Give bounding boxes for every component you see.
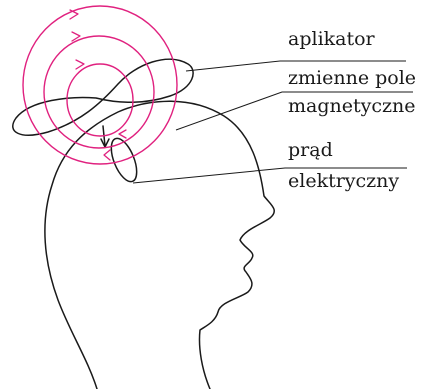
field-arrow-lower-left — [104, 150, 110, 160]
applicator-label: aplikator — [288, 28, 376, 50]
field-arrow-lower-right — [119, 130, 126, 138]
magnetic-field-lines — [23, 6, 177, 164]
field-label-line1: zmienne pole — [288, 67, 416, 89]
applicator-coil — [13, 59, 193, 135]
current-label-line2: elektryczny — [288, 170, 399, 192]
field-line-inner — [67, 64, 133, 136]
field-label-line2: magnetyczne — [288, 95, 416, 117]
field-arrow-inner — [76, 60, 84, 69]
field-line-middle — [44, 36, 154, 148]
current-label-line1: prąd — [288, 139, 333, 161]
